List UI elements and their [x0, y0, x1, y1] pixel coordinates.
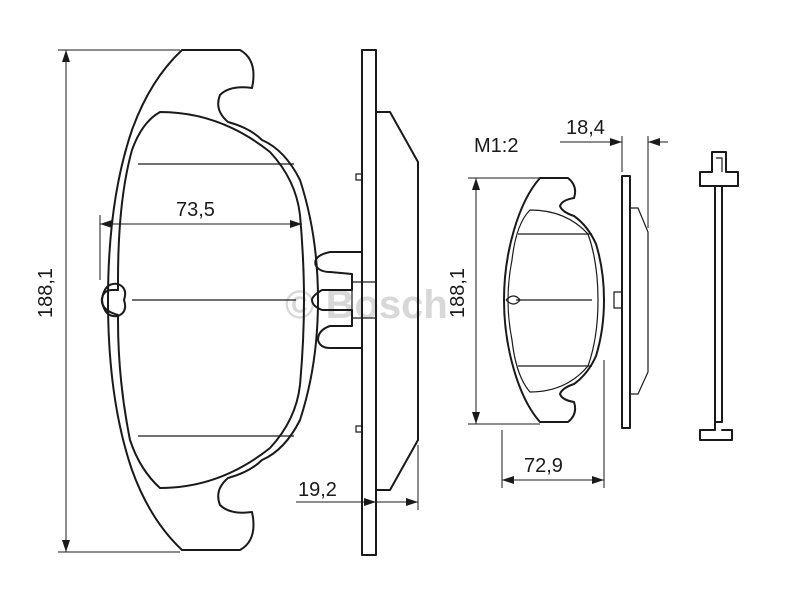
- watermark: © Bosch: [285, 283, 448, 327]
- left-friction-material-outline: [100, 111, 305, 489]
- scale-label: M1:2: [474, 135, 518, 157]
- wear-sensor-tip: [699, 421, 733, 441]
- left-side-bump-bottom: [355, 425, 362, 433]
- left-side-clip-rect: [351, 281, 377, 319]
- right-side-backing-plate: [621, 175, 631, 429]
- left-side-backing-plate: [361, 49, 377, 556]
- left-pad-side-view: [311, 49, 419, 556]
- wear-sensor: [699, 151, 739, 441]
- left-pad-front-view: [100, 49, 319, 551]
- left-thickness-dimension: 19,2: [296, 445, 419, 510]
- left-side-bump-top: [355, 173, 362, 181]
- right-height-label: 188,1: [447, 268, 469, 318]
- right-backing-plate-outline: [503, 177, 605, 423]
- wear-sensor-connector-inner: [716, 157, 723, 172]
- left-center-notch: [101, 282, 127, 318]
- left-thickness-label: 19,2: [298, 479, 337, 501]
- right-width-dimension: 72,9: [501, 360, 605, 488]
- wear-sensor-connector: [699, 151, 739, 187]
- right-friction-material-outline: [507, 209, 599, 393]
- right-center-notch: [505, 295, 521, 305]
- right-width-label: 72,9: [524, 455, 563, 477]
- right-side-friction-block: [629, 207, 649, 395]
- left-height-dimension: 188,1: [35, 49, 180, 553]
- right-side-clip: [613, 291, 623, 309]
- left-width-label: 73,5: [176, 199, 215, 221]
- right-thickness-dimension: 18,4: [560, 117, 668, 228]
- left-height-label: 188,1: [35, 268, 57, 318]
- wear-sensor-wire: [714, 185, 723, 423]
- right-thickness-label: 18,4: [566, 117, 605, 139]
- left-side-friction-block: [375, 111, 419, 491]
- right-height-dimension: 188,1: [447, 177, 540, 425]
- right-pad-side-view: [613, 175, 649, 429]
- right-pad-front-view: [503, 177, 605, 423]
- left-side-spring-clip: [311, 251, 363, 349]
- left-backing-plate-outline: [107, 49, 319, 551]
- left-width-dimension: 73,5: [99, 199, 302, 280]
